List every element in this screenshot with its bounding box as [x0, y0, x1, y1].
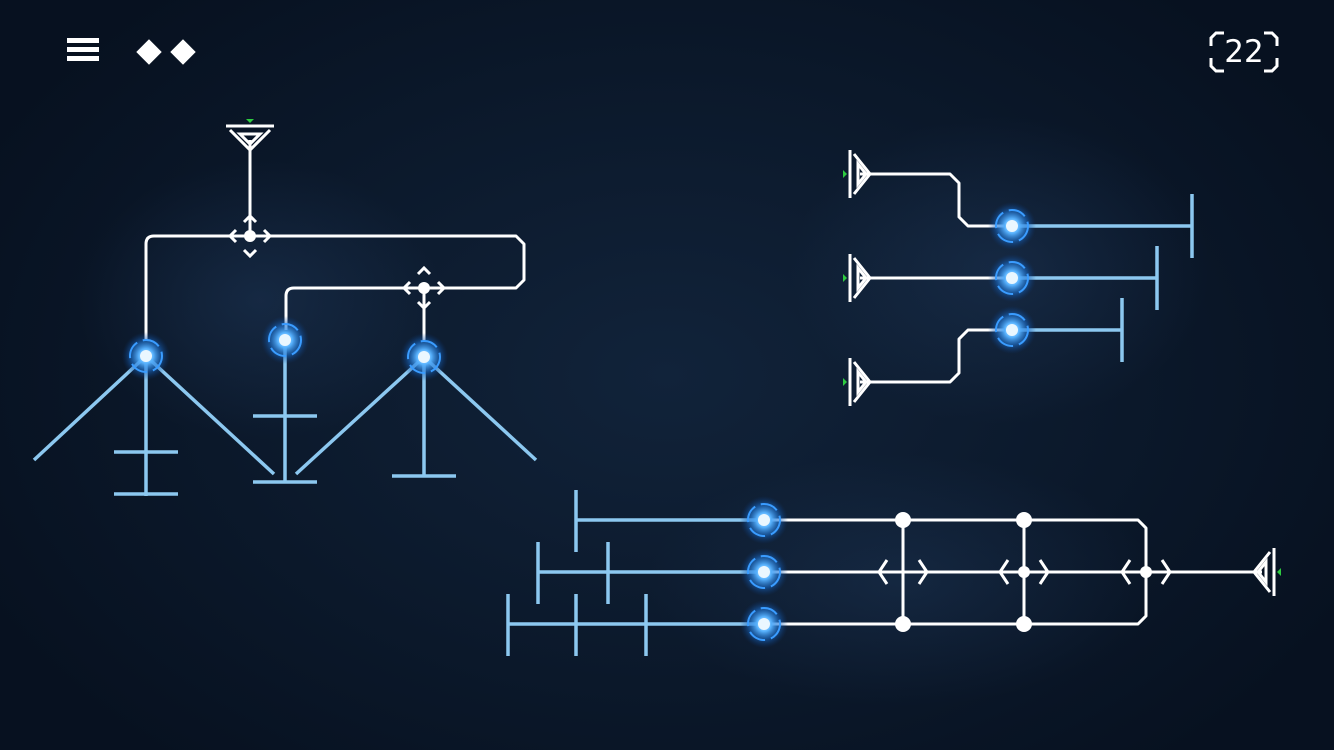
junction-dot	[895, 616, 911, 632]
switch-bottom-3[interactable]	[1120, 559, 1172, 585]
orbs	[122, 202, 1036, 648]
emitter-top-left[interactable]	[226, 119, 274, 153]
moves-counter[interactable]: 22	[1208, 30, 1280, 74]
emitter-right-2[interactable]	[843, 254, 872, 302]
switch-top-left-2[interactable]	[401, 265, 447, 311]
wire	[294, 355, 426, 476]
wire	[32, 354, 148, 462]
counter-frame	[1209, 31, 1279, 73]
orb-bottom-1[interactable]	[740, 496, 788, 544]
switch-bottom-2[interactable]	[998, 559, 1050, 585]
counter-value: 22	[1224, 34, 1264, 70]
diamond-icon	[170, 39, 196, 65]
orb-bottom-2[interactable]	[740, 548, 788, 596]
wire	[144, 354, 276, 476]
orb-left-3[interactable]	[400, 333, 448, 381]
powered-lines-bottom	[506, 490, 756, 656]
wire	[860, 172, 1004, 228]
junction-dot	[1016, 512, 1032, 528]
circuit-right	[860, 172, 1004, 384]
menu-bar	[67, 38, 99, 43]
junction-dot	[895, 512, 911, 528]
switch-bottom-1[interactable]	[877, 559, 929, 585]
junctions	[895, 512, 1032, 632]
orb-bottom-3[interactable]	[740, 600, 788, 648]
circuit-top-left	[144, 140, 526, 340]
diamond-icon	[136, 39, 162, 65]
powered-lines-right	[1012, 194, 1194, 362]
menu-bar	[67, 56, 99, 61]
orb-left-1[interactable]	[122, 332, 170, 380]
wire	[860, 328, 1004, 384]
emitter-right-3[interactable]	[843, 358, 872, 406]
hamburger-icon[interactable]	[66, 38, 100, 68]
orb-right-3[interactable]	[988, 306, 1036, 354]
orb-right-1[interactable]	[988, 202, 1036, 250]
emitter-bottom[interactable]	[1252, 548, 1281, 596]
lives-indicator	[136, 36, 196, 68]
orb-left-2[interactable]	[261, 316, 309, 364]
junction-dot	[1016, 616, 1032, 632]
menu-bar	[67, 47, 99, 52]
orb-right-2[interactable]	[988, 254, 1036, 302]
wire	[144, 234, 526, 340]
switch-top-left-1[interactable]	[227, 213, 273, 259]
emitter-right-1[interactable]	[843, 150, 872, 198]
wire	[422, 355, 538, 462]
circuit-bottom	[772, 518, 1262, 626]
